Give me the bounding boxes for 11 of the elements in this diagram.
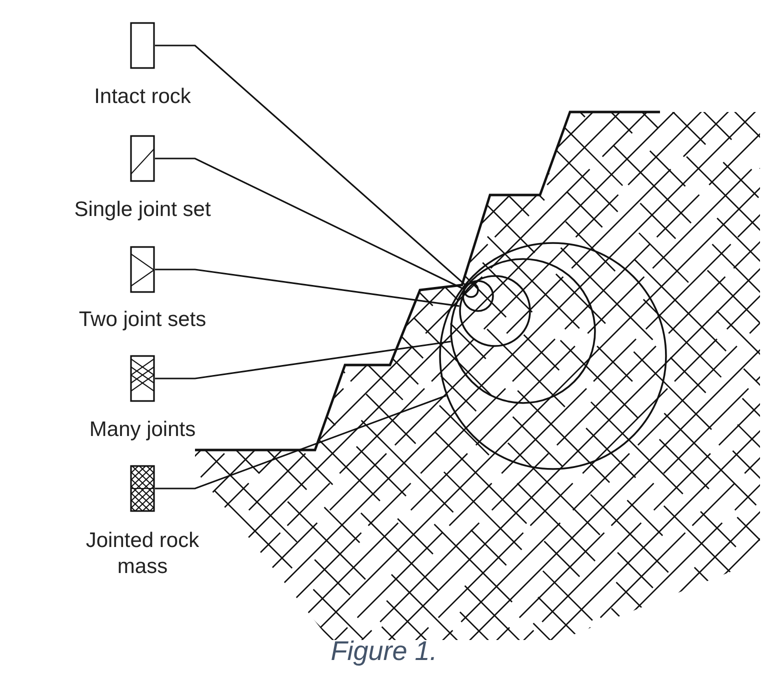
leader-line <box>155 340 451 380</box>
leader-line <box>155 44 466 286</box>
sample-label: Intact rock <box>93 84 192 110</box>
sample-label: Jointed rock mass <box>84 528 200 580</box>
leader-line <box>155 268 460 307</box>
sample-label: Many joints <box>88 417 197 443</box>
leader-line <box>155 394 446 490</box>
sample-label: Single joint set <box>73 197 212 223</box>
figure-caption: Figure 1. <box>330 636 438 667</box>
sample-label: Two joint sets <box>78 307 208 333</box>
leader-line <box>155 158 464 290</box>
